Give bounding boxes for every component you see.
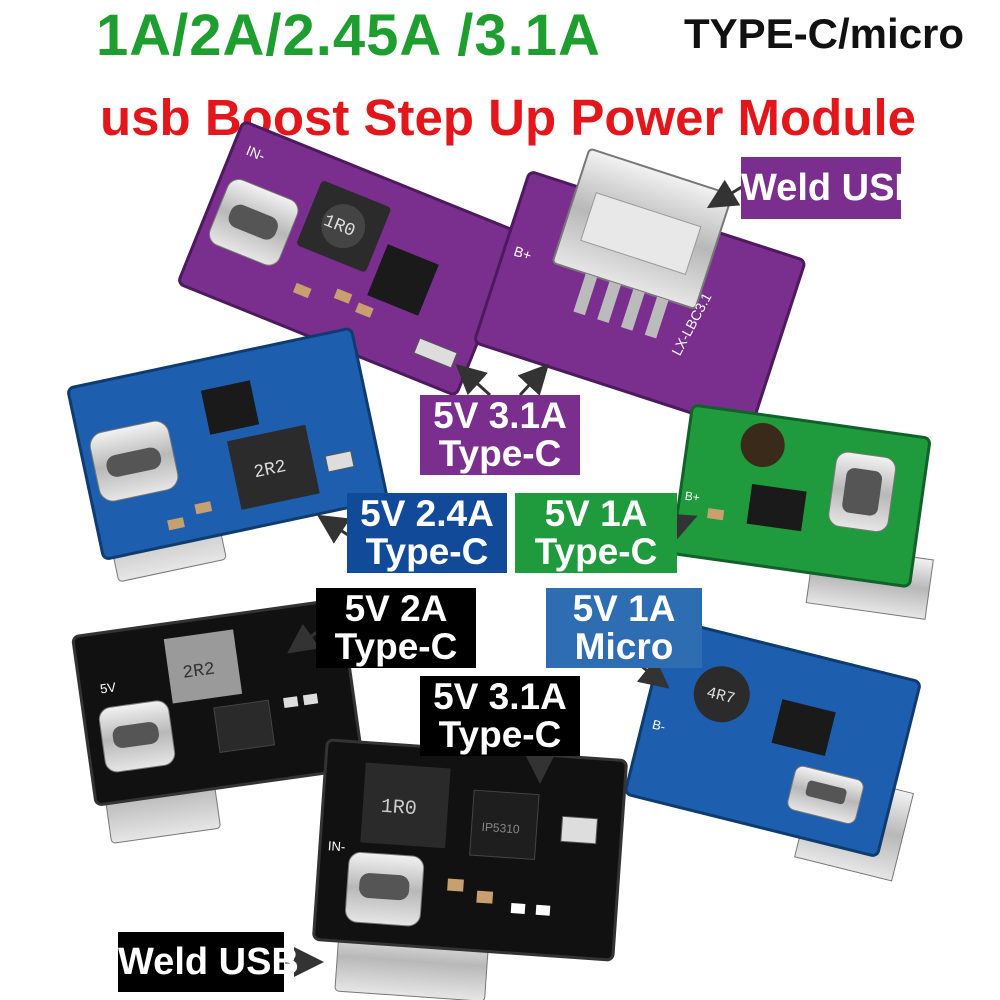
arrow-purple-right xyxy=(517,363,550,397)
arrow-weld-top xyxy=(706,179,746,209)
inductor-marking-black: 2R2 xyxy=(181,659,216,683)
label-line1: 5V 1A xyxy=(572,588,676,629)
label-line2: Type-C xyxy=(534,530,658,572)
title-connector: TYPE-C/micro xyxy=(684,10,965,57)
label-5v-3-1a-purple: 5V 3.1A Type-C xyxy=(420,395,580,475)
pin-5v: 5V xyxy=(99,679,117,696)
arrow-purple-left xyxy=(455,363,492,397)
blue-board-2-4a: 2R2 xyxy=(67,327,388,582)
title-ratings: 1A/2A/2.45A /3.1A xyxy=(96,3,601,68)
pin-b-plus: B+ xyxy=(512,243,534,264)
pin-b-minus: B- xyxy=(651,717,667,735)
label-line1: 5V 2A xyxy=(344,588,448,629)
pin-b-plus-green: B+ xyxy=(684,489,701,505)
arrow-micro xyxy=(636,658,670,689)
label-5v-2-4a: 5V 2.4A Type-C xyxy=(347,493,507,573)
label-line2: Type-C xyxy=(438,432,562,474)
arrow-blue xyxy=(316,514,351,544)
label-line2: Type-C xyxy=(334,625,458,667)
black-board-3-1a: 1R0 IP5310 IN- xyxy=(312,738,628,1000)
pin-in: IN- xyxy=(244,142,268,164)
label-line1: 5V 3.1A xyxy=(433,395,567,436)
chip-marking: IP5310 xyxy=(481,820,520,837)
label-line2: Micro xyxy=(574,625,674,667)
label-5v-1a-micro: 5V 1A Micro xyxy=(546,588,702,668)
green-board-1a: B+ xyxy=(670,404,934,620)
label-5v-3-1a-black: 5V 3.1A Type-C xyxy=(420,676,580,756)
weld-usb-label-top: Weld USB xyxy=(741,157,922,219)
weld-usb-label-bottom: Weld USB xyxy=(118,932,299,992)
arrow-black-left xyxy=(287,623,321,654)
label-line1: 5V 3.1A xyxy=(433,676,567,717)
label-5v-1a-green: 5V 1A Type-C xyxy=(515,493,677,573)
label-line2: Type-C xyxy=(365,530,489,572)
purple-board-weld-usb: B+ LX-LBC3.1 xyxy=(474,148,806,432)
inductor-marking-center: 1R0 xyxy=(380,796,418,821)
pin-in-center: IN- xyxy=(327,838,345,854)
blue-board-micro: 4R7 B- xyxy=(624,618,921,882)
label-line1: 5V 2.4A xyxy=(360,493,494,534)
label-5v-2a: 5V 2A Type-C xyxy=(316,588,476,668)
label-line2: Type-C xyxy=(438,713,562,755)
label-line1: 5V 1A xyxy=(544,493,648,534)
